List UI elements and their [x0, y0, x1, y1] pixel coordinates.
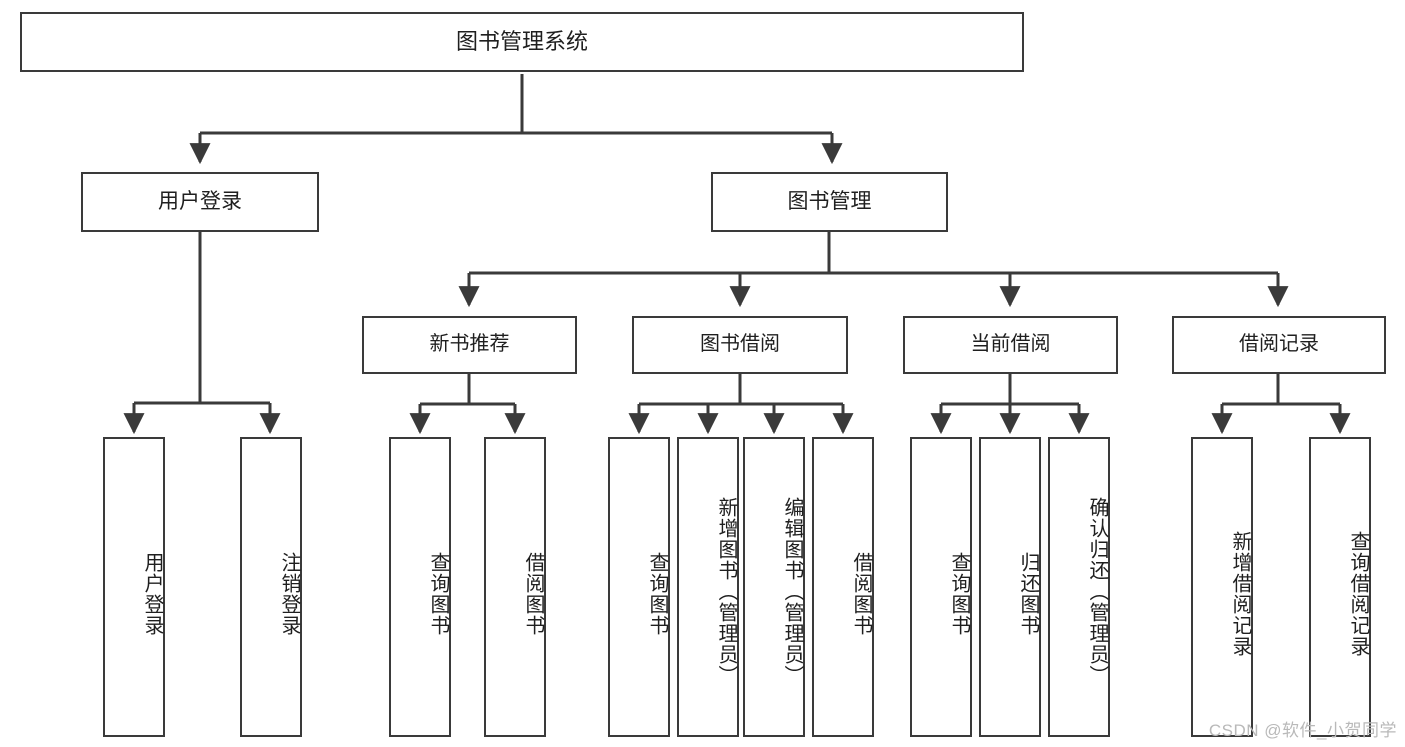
node-book-borrow[interactable]: 图书借阅 — [632, 316, 848, 374]
node-root[interactable]: 图书管理系统 — [20, 12, 1024, 72]
node-leaf-borrow-book-1-label: 借阅图书 — [522, 552, 544, 636]
node-leaf-query-book-2[interactable]: 查询图书 — [608, 437, 670, 737]
node-leaf-query-book-1[interactable]: 查询图书 — [389, 437, 451, 737]
node-leaf-add-record-label: 新增借阅记录 — [1229, 531, 1251, 657]
node-borrow-record[interactable]: 借阅记录 — [1172, 316, 1386, 374]
node-new-book-recommend[interactable]: 新书推荐 — [362, 316, 577, 374]
node-leaf-logout-login[interactable]: 注销登录 — [240, 437, 302, 737]
node-book-borrow-label: 图书借阅 — [700, 333, 780, 356]
node-book-manage-label: 图书管理 — [787, 189, 872, 213]
node-leaf-confirm-return[interactable]: 确认归还（管理员） — [1048, 437, 1110, 737]
node-leaf-edit-book[interactable]: 编辑图书（管理员） — [743, 437, 805, 737]
node-leaf-add-book[interactable]: 新增图书（管理员） — [677, 437, 739, 737]
node-leaf-user-login[interactable]: 用户登录 — [103, 437, 165, 737]
node-current-borrow[interactable]: 当前借阅 — [903, 316, 1118, 374]
node-leaf-edit-book-label: 编辑图书（管理员） — [781, 496, 803, 686]
node-leaf-query-book-3-label: 查询图书 — [948, 552, 970, 636]
node-borrow-record-label: 借阅记录 — [1239, 333, 1319, 356]
csdn-watermark: CSDN @软件_小贺同学 — [1208, 721, 1397, 740]
node-leaf-query-record-label: 查询借阅记录 — [1347, 531, 1369, 657]
node-leaf-return-book[interactable]: 归还图书 — [979, 437, 1041, 737]
node-user-login[interactable]: 用户登录 — [81, 172, 319, 232]
node-leaf-query-book-2-label: 查询图书 — [646, 552, 668, 636]
node-leaf-query-book-1-label: 查询图书 — [427, 552, 449, 636]
node-leaf-add-book-label: 新增图书（管理员） — [715, 496, 737, 686]
node-leaf-add-record[interactable]: 新增借阅记录 — [1191, 437, 1253, 737]
node-new-book-recommend-label: 新书推荐 — [429, 333, 510, 356]
node-leaf-logout-login-label: 注销登录 — [278, 552, 300, 636]
node-leaf-borrow-book-1[interactable]: 借阅图书 — [484, 437, 546, 737]
node-leaf-confirm-return-label: 确认归还（管理员） — [1086, 496, 1108, 686]
node-leaf-query-book-3[interactable]: 查询图书 — [910, 437, 972, 737]
node-leaf-user-login-label: 用户登录 — [141, 552, 163, 636]
node-leaf-borrow-book-2-label: 借阅图书 — [850, 552, 872, 636]
node-book-manage[interactable]: 图书管理 — [711, 172, 948, 232]
node-leaf-borrow-book-2[interactable]: 借阅图书 — [812, 437, 874, 737]
node-current-borrow-label: 当前借阅 — [970, 333, 1051, 356]
node-leaf-return-book-label: 归还图书 — [1017, 552, 1039, 636]
node-root-label: 图书管理系统 — [455, 29, 588, 55]
node-leaf-query-record[interactable]: 查询借阅记录 — [1309, 437, 1371, 737]
node-user-login-label: 用户登录 — [158, 189, 242, 213]
